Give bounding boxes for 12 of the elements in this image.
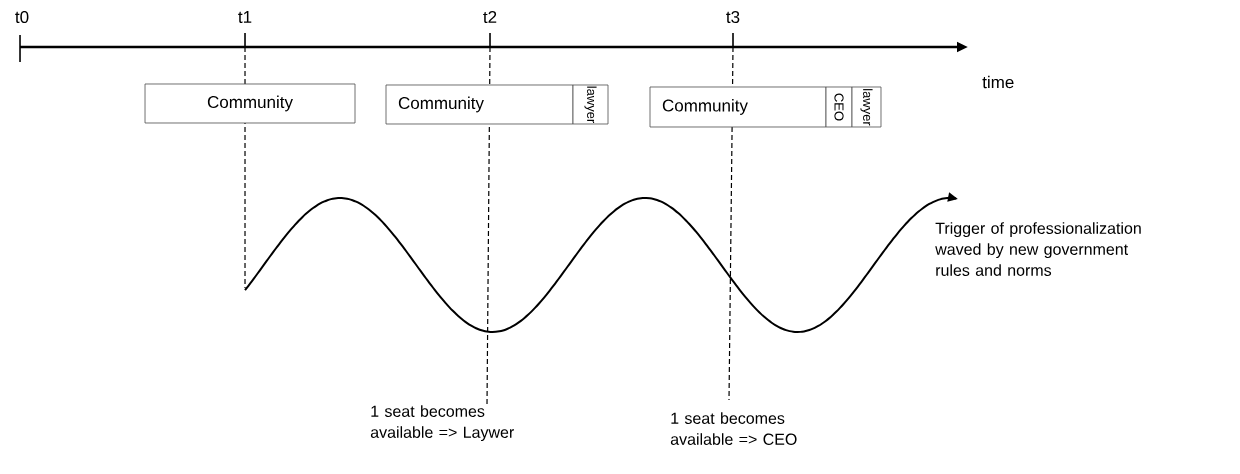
wave-caption: Trigger of professionalization waved by new government rules and norms: [935, 222, 1141, 276]
tick-label: t3: [726, 11, 740, 24]
axis-label: time: [982, 75, 1014, 89]
tick-label: t1: [238, 11, 252, 23]
role-cell: lawyer: [572, 84, 609, 125]
group-box: Community: [144, 83, 356, 124]
event-note: 1 seat becomes available => Laywer: [370, 405, 514, 442]
role-cell: lawyer: [851, 86, 882, 128]
tick-label: t0: [15, 11, 29, 24]
role-cell: CEO: [825, 86, 853, 128]
tick-label: t2: [483, 11, 497, 23]
event-note: 1 seat becomes available => CEO: [670, 412, 797, 445]
